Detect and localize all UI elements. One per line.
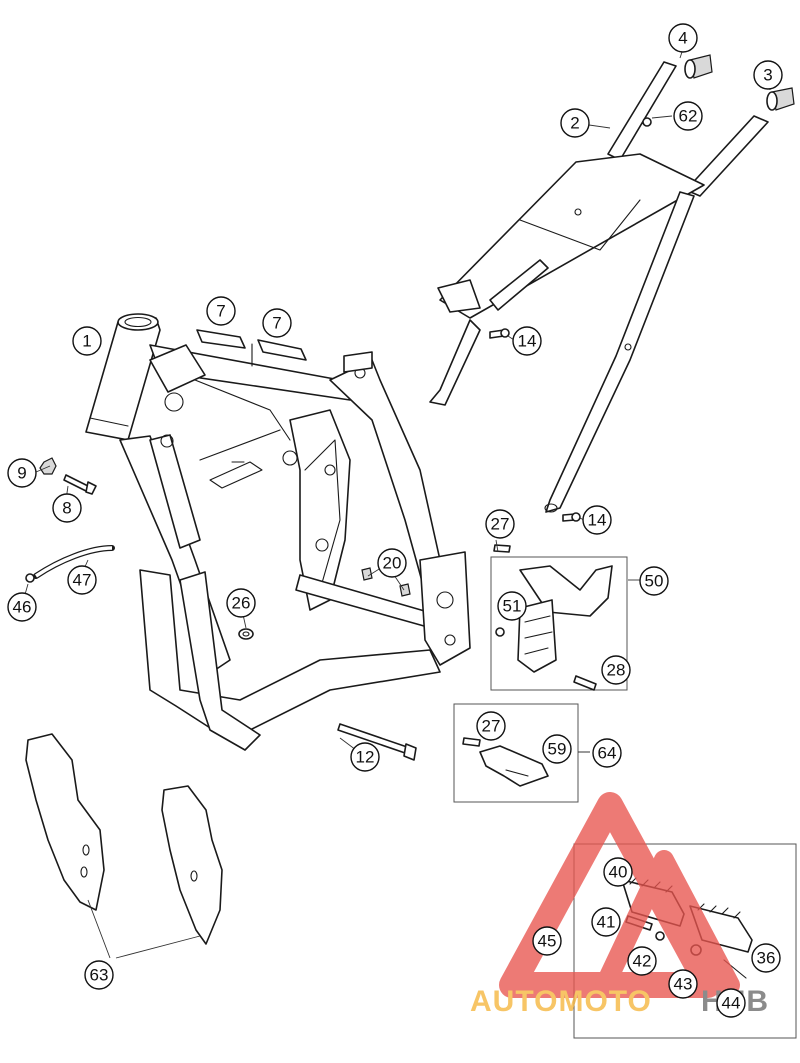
svg-text:40: 40 — [609, 863, 628, 882]
slider-group-64 — [453, 703, 579, 803]
svg-text:2: 2 — [570, 114, 579, 133]
watermark-triangle-small — [595, 850, 740, 995]
callout-62: 62 — [673, 101, 703, 131]
svg-text:36: 36 — [757, 949, 776, 968]
watermark-word-automoto: AUTOMOTO — [470, 985, 652, 1018]
svg-text:44: 44 — [722, 994, 741, 1013]
callout-14b: 14 — [582, 505, 612, 535]
callout-14a: 14 — [512, 326, 542, 356]
callout-7b: 7 — [262, 308, 292, 338]
callout-20: 20 — [377, 548, 407, 578]
svg-text:45: 45 — [538, 932, 557, 951]
svg-text:51: 51 — [503, 597, 522, 616]
svg-text:14: 14 — [588, 511, 607, 530]
svg-text:28: 28 — [607, 661, 626, 680]
svg-text:8: 8 — [62, 499, 71, 518]
svg-text:7: 7 — [272, 314, 281, 333]
svg-text:3: 3 — [763, 66, 772, 85]
svg-text:27: 27 — [491, 515, 510, 534]
callout-1: 1 — [72, 326, 102, 356]
callout-36: 36 — [751, 943, 781, 973]
callout-50: 50 — [639, 566, 669, 596]
svg-text:26: 26 — [232, 594, 251, 613]
callout-8: 8 — [52, 493, 82, 523]
callout-46: 46 — [7, 592, 37, 622]
callout-51: 51 — [497, 591, 527, 621]
svg-text:63: 63 — [90, 966, 109, 985]
automotohub-watermark: AUTOMOTO HUB — [470, 792, 768, 1018]
callout-3: 3 — [753, 60, 783, 90]
svg-text:20: 20 — [383, 554, 402, 573]
callout-28: 28 — [601, 655, 631, 685]
callout-45: 45 — [532, 926, 562, 956]
callout-42: 42 — [627, 946, 657, 976]
frame-protectors — [25, 733, 223, 959]
svg-text:47: 47 — [73, 571, 92, 590]
svg-text:43: 43 — [674, 975, 693, 994]
callout-40: 40 — [603, 857, 633, 887]
guide-group-50 — [490, 544, 628, 691]
callout-12: 12 — [350, 742, 380, 772]
svg-text:42: 42 — [633, 952, 652, 971]
main-frame — [85, 313, 471, 751]
callout-4: 4 — [668, 23, 698, 53]
callout-63: 63 — [84, 960, 114, 990]
callout-9: 9 — [7, 458, 37, 488]
svg-text:1: 1 — [82, 332, 91, 351]
callout-41: 41 — [591, 907, 621, 937]
callout-26: 26 — [226, 588, 256, 618]
svg-text:46: 46 — [13, 598, 32, 617]
svg-text:9: 9 — [17, 464, 26, 483]
svg-text:4: 4 — [678, 29, 687, 48]
svg-text:59: 59 — [548, 740, 567, 759]
callout-27b: 27 — [476, 711, 506, 741]
callout-27a: 27 — [485, 509, 515, 539]
hardware — [25, 54, 795, 761]
callout-44: 44 — [716, 988, 746, 1018]
heat-shields — [196, 329, 307, 361]
svg-text:62: 62 — [679, 107, 698, 126]
rear-subframe — [429, 61, 769, 513]
svg-text:64: 64 — [598, 744, 617, 763]
svg-text:27: 27 — [482, 717, 501, 736]
callout-7a: 7 — [206, 296, 236, 326]
svg-text:50: 50 — [645, 572, 664, 591]
callout-47: 47 — [67, 565, 97, 595]
svg-text:12: 12 — [356, 748, 375, 767]
svg-text:14: 14 — [518, 332, 537, 351]
callout-43: 43 — [668, 969, 698, 999]
callout-64: 64 — [592, 738, 622, 768]
callout-2: 2 — [560, 108, 590, 138]
callout-59: 59 — [542, 734, 572, 764]
svg-text:41: 41 — [597, 913, 616, 932]
svg-text:7: 7 — [216, 302, 225, 321]
